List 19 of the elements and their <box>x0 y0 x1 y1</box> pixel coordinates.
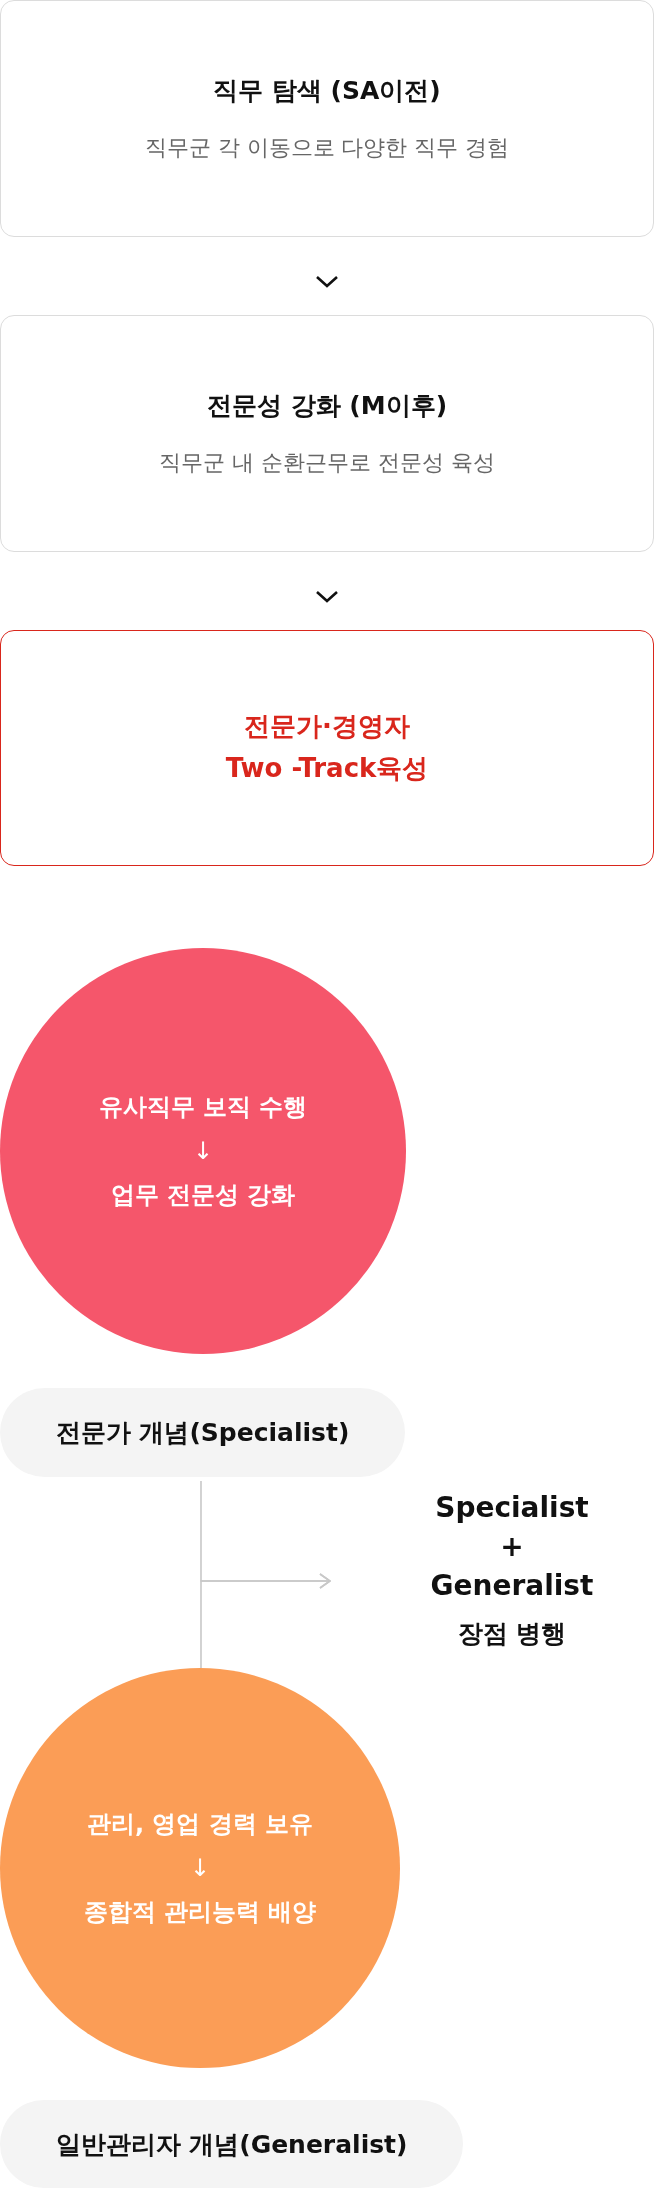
circle-label: 유사직무 보직 수행 <box>98 1092 308 1123</box>
circle-label: 종합적 관리능력 배양 <box>83 1897 317 1928</box>
summary-text: 장점 병행 <box>457 1618 567 1650</box>
down-arrow-symbol: ↓ <box>189 1854 211 1882</box>
caption-pill: 전문가 개념(Specialist) <box>0 1388 405 1477</box>
box-title: 직무 탐색 (SA이전) <box>213 75 441 107</box>
connector-arrow <box>200 1573 331 1669</box>
box-title: 전문성 강화 (M이후) <box>206 390 448 422</box>
result-box <box>0 630 654 866</box>
process-box <box>0 315 654 552</box>
box-description: 직무군 내 순환근무로 전문성 육성 <box>159 449 495 477</box>
box-description: 직무군 각 이동으로 다양한 직무 경험 <box>144 134 510 162</box>
process-box <box>0 0 654 237</box>
summary-heading: Specialist + Generalist <box>430 1490 594 1604</box>
circle-label: 업무 전문성 강화 <box>110 1180 296 1211</box>
down-arrow-symbol: ↓ <box>192 1137 214 1165</box>
caption-pill: 일반관리자 개념(Generalist) <box>0 2100 463 2188</box>
circle-label: 관리, 영업 경력 보유 <box>86 1809 314 1840</box>
box-title: 전문가·경영자 Two -Track육성 <box>224 710 430 785</box>
